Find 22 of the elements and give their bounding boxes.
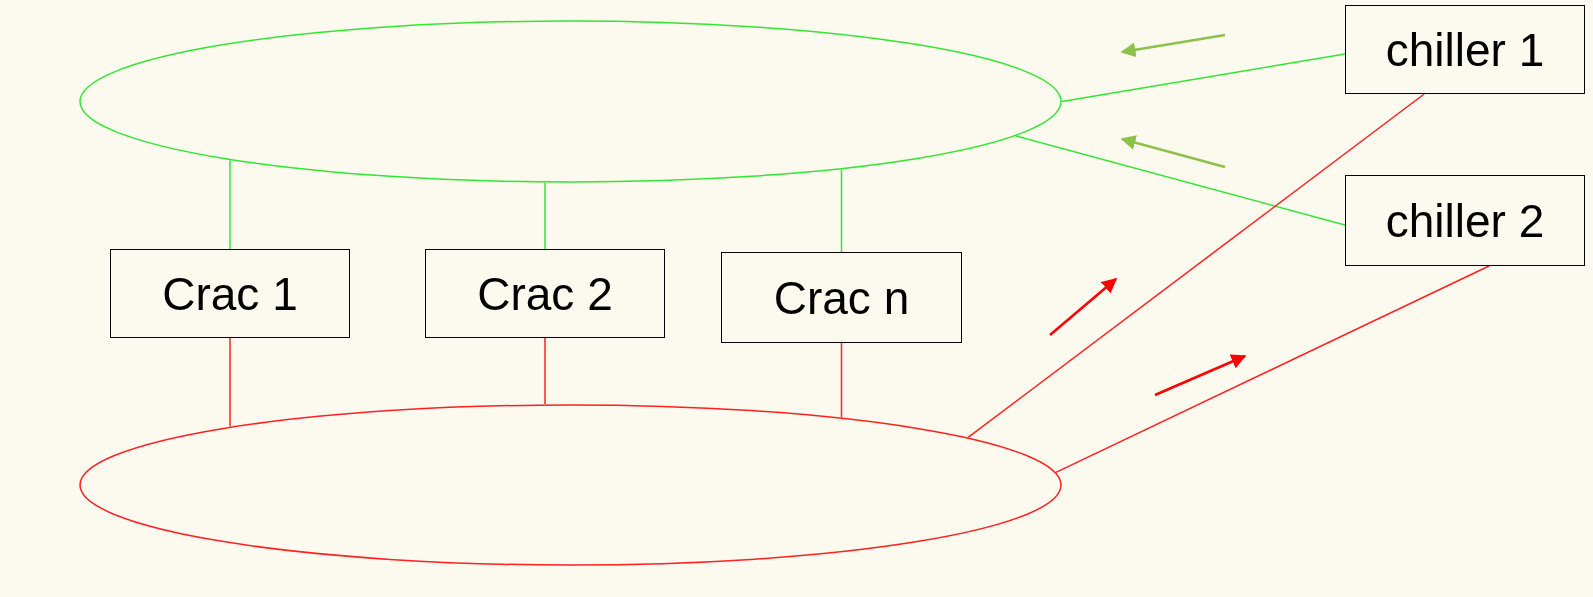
pipe-line [967,93,1425,439]
pipe-line [1061,53,1346,103]
unit-box [425,249,665,338]
pipe-line [229,337,231,428]
unit-label: Crac n [773,270,910,325]
unit-label: chiller 2 [1385,193,1545,248]
pipe-line [1015,135,1346,226]
unit-box [110,249,350,338]
pipe-line [544,337,546,405]
unit-box [1345,5,1585,94]
pipe-line [544,182,546,250]
loop-ellipse [79,404,1062,566]
pipe-line [1055,265,1490,474]
pipe-line [229,159,231,250]
unit-box [721,252,962,343]
loop-ellipse [79,20,1062,183]
pipe-line [840,168,843,253]
unit-label: Crac 2 [477,266,613,321]
unit-label: Crac 1 [162,266,298,321]
pipe-line [840,342,843,419]
unit-box [1345,175,1585,266]
unit-label: chiller 1 [1385,22,1545,77]
